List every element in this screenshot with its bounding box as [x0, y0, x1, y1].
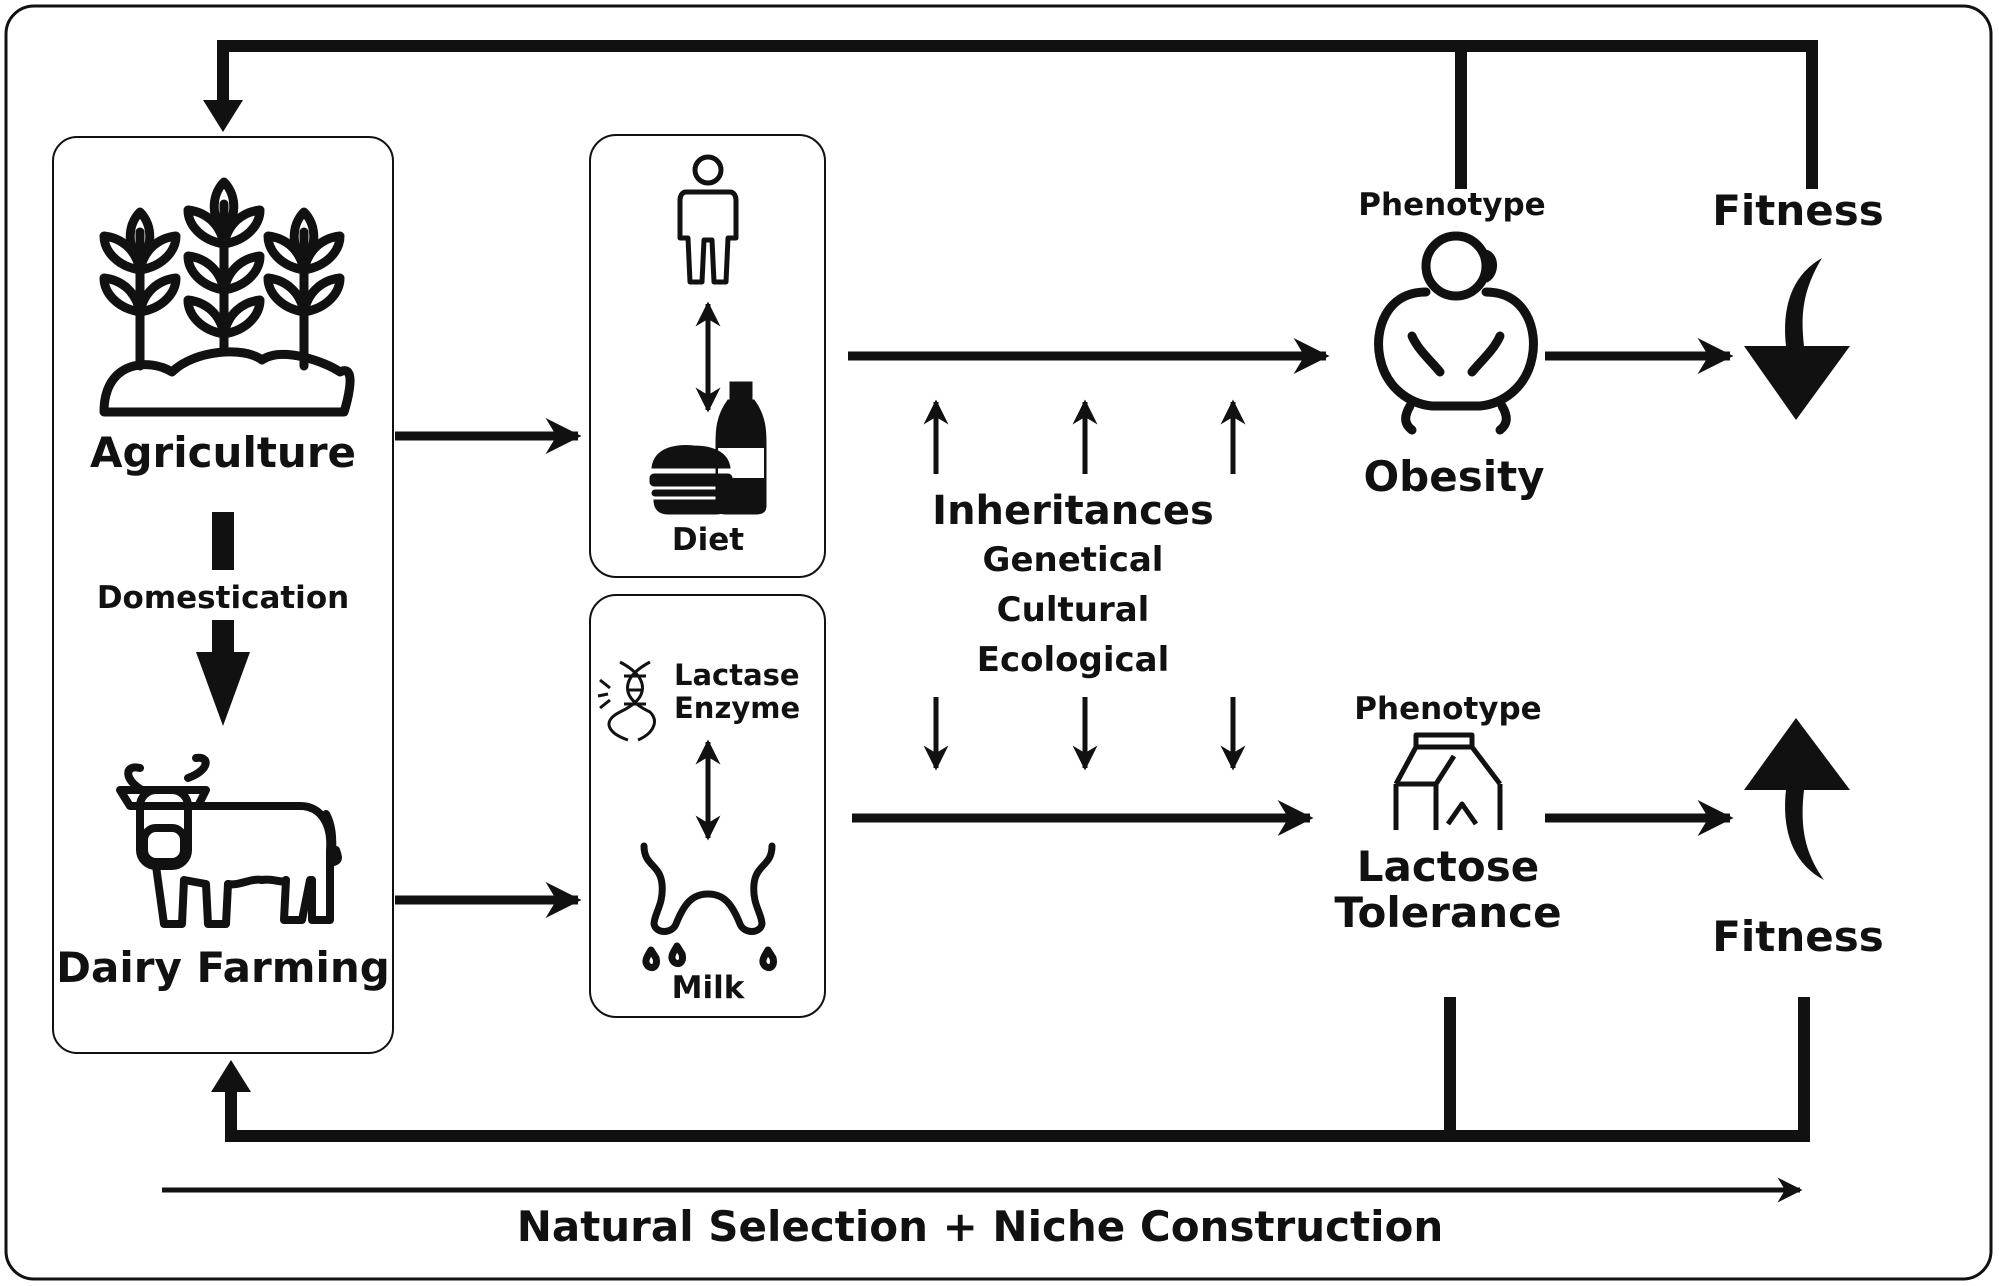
domestication-label: Domestication — [96, 580, 350, 616]
udder-icon — [640, 842, 777, 972]
inheritance-cultural: Cultural — [996, 590, 1150, 630]
lactose-phenotype-label: Phenotype — [1354, 691, 1542, 727]
diet-label: Diet — [671, 522, 745, 558]
domestication-arrowhead — [196, 652, 250, 726]
milk-box — [589, 594, 826, 1018]
lactose-label: Lactose — [1356, 842, 1540, 891]
milk-label: Milk — [671, 970, 745, 1006]
obese-person-icon — [1374, 231, 1538, 435]
tolerance-label: Tolerance — [1334, 888, 1562, 937]
bottom-fitness-label: Fitness — [1712, 912, 1884, 961]
wheat-icon — [99, 177, 355, 417]
process-label: Natural Selection + Niche Construction — [516, 1202, 1444, 1251]
curved-arrow-up-icon — [1744, 718, 1850, 880]
top-fitness-label: Fitness — [1712, 186, 1884, 235]
inheritance-genetical: Genetical — [982, 540, 1164, 580]
outer-frame — [4, 4, 1993, 1281]
bottom-feedback-loop — [225, 997, 1810, 1142]
lactase-label: Lactase — [674, 658, 800, 692]
burger-soda-icon — [649, 381, 767, 515]
bottom-loop-arrowhead — [211, 1060, 251, 1092]
flow-arrows — [395, 338, 1734, 918]
milk-carton-icon — [1393, 732, 1503, 830]
cow-icon — [116, 753, 342, 928]
agriculture-label: Agriculture — [89, 428, 357, 477]
person-icon — [677, 154, 739, 285]
inheritance-arrows — [923, 399, 1246, 771]
dairy-farming-label: Dairy Farming — [56, 943, 390, 992]
left-panel-box — [52, 136, 394, 1054]
obesity-phenotype-label: Phenotype — [1358, 187, 1546, 223]
dna-icon — [597, 660, 656, 742]
diet-box — [589, 134, 826, 578]
top-feedback-loop — [217, 40, 1818, 189]
obesity-label: Obesity — [1363, 452, 1545, 501]
enzyme-label: Enzyme — [674, 691, 801, 725]
curved-arrow-down-icon — [1744, 258, 1850, 420]
inheritances-title: Inheritances — [932, 488, 1214, 534]
top-loop-arrowhead — [203, 100, 243, 132]
inheritance-ecological: Ecological — [976, 640, 1170, 680]
